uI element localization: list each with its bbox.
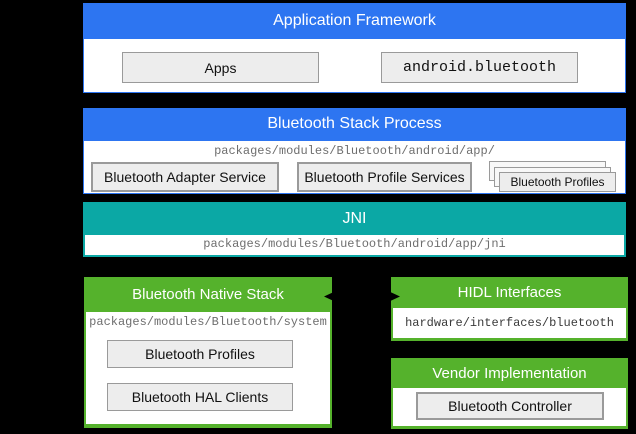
native-bluetooth-profiles-box: Bluetooth Profiles [107, 340, 293, 368]
bluetooth-hal-clients-box: Bluetooth HAL Clients [107, 383, 293, 411]
jni-path-label: packages/modules/Bluetooth/android/app/j… [203, 237, 506, 251]
bluetooth-native-stack-body: packages/modules/Bluetooth/system Blueto… [86, 312, 330, 424]
vendor-implementation-block: Vendor Implementation Bluetooth Controll… [391, 358, 628, 429]
bluetooth-profile-services-box: Bluetooth Profile Services [297, 162, 472, 192]
hidl-path-label: hardware/interfaces/bluetooth [405, 316, 614, 330]
native-stack-path-label: packages/modules/Bluetooth/system [89, 315, 327, 329]
jni-block: JNI packages/modules/Bluetooth/android/a… [83, 202, 626, 257]
jni-body: packages/modules/Bluetooth/android/app/j… [85, 235, 624, 255]
bluetooth-stack-process-body: packages/modules/Bluetooth/android/app/ … [83, 140, 626, 194]
bluetooth-stack-process-header: Bluetooth Stack Process [83, 108, 626, 140]
bluetooth-controller-box: Bluetooth Controller [416, 392, 604, 420]
application-framework-header: Application Framework [83, 3, 626, 38]
native-hidl-double-arrow [324, 290, 400, 303]
bluetooth-native-stack-header: Bluetooth Native Stack [132, 286, 284, 303]
application-framework-block: Application Framework Apps android.bluet… [83, 3, 626, 93]
jni-header: JNI [342, 209, 367, 227]
hidl-interfaces-body: hardware/interfaces/bluetooth [393, 308, 626, 338]
bluetooth-adapter-service-box: Bluetooth Adapter Service [91, 162, 279, 192]
stack-process-path-label: packages/modules/Bluetooth/android/app/ [214, 144, 495, 158]
bluetooth-profiles-stacked-box: Bluetooth Profiles [499, 172, 616, 192]
vendor-implementation-body: Bluetooth Controller [393, 388, 626, 426]
arrowhead-right-icon [386, 290, 400, 303]
bluetooth-native-stack-block: Bluetooth Native Stack packages/modules/… [84, 277, 332, 428]
apps-box: Apps [122, 52, 319, 83]
application-framework-body: Apps android.bluetooth [83, 38, 626, 93]
vendor-implementation-header: Vendor Implementation [432, 364, 587, 382]
hidl-interfaces-header: HIDL Interfaces [457, 284, 562, 301]
arrowhead-left-icon [324, 290, 338, 303]
bluetooth-stack-process-block: Bluetooth Stack Process packages/modules… [83, 108, 626, 194]
hidl-interfaces-block: HIDL Interfaces hardware/interfaces/blue… [391, 277, 628, 341]
android-bluetooth-box: android.bluetooth [381, 52, 578, 83]
